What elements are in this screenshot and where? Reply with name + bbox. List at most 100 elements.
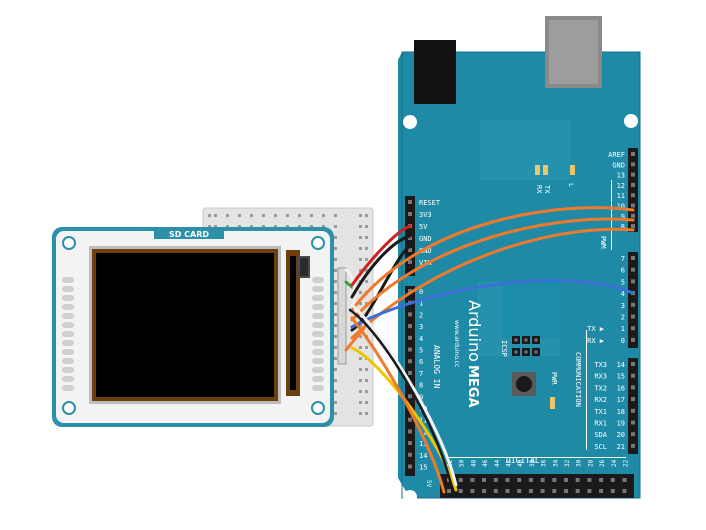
board-hole-1 [403, 115, 417, 129]
breadboard-hole [334, 291, 337, 294]
pwm-top-pin-label: 13 [617, 172, 625, 180]
comm-header [628, 358, 638, 454]
breadboard-hole [334, 258, 337, 261]
digital-header [440, 474, 634, 498]
flex-connector-inner [290, 256, 296, 390]
screen-pad [62, 304, 74, 310]
power-pin [408, 260, 412, 264]
communication-title: COMMUNICATION [574, 352, 582, 407]
icsp-pin-hole [534, 350, 538, 354]
breadboard-hole [365, 225, 368, 228]
breadboard-hole [359, 236, 362, 239]
pwm-top-pin [631, 193, 635, 198]
pwm-top-pin-label: 12 [617, 182, 625, 190]
icsp-pin-hole [514, 338, 518, 342]
icsp-pin-hole [534, 338, 538, 342]
digital-bottom-label: 49 [469, 500, 476, 508]
comm-name-label: SCL [594, 443, 607, 451]
model-label: MEGA [465, 365, 480, 408]
analog-pin [408, 429, 412, 434]
digital-top-label: 26 [599, 459, 606, 467]
pwm-bottom-pin-label: 6 [621, 267, 625, 275]
digital-pin [447, 489, 451, 493]
digital-pin [564, 489, 568, 493]
board-hole-4 [560, 506, 574, 520]
digital-top-label: 42 [506, 459, 513, 467]
analog-pin [408, 289, 412, 293]
tx-led [535, 165, 540, 175]
breadboard-hole [359, 401, 362, 404]
digital-pin [505, 478, 510, 482]
digital-bottom-label: 33 [563, 500, 570, 508]
breadboard-hole [359, 269, 362, 272]
analog-pin [408, 370, 412, 375]
pwm-top-pin-label: 9 [621, 213, 625, 221]
mount-hole-br [311, 401, 325, 415]
digital-top-label: 34 [552, 459, 559, 467]
breadboard-hole [359, 258, 362, 261]
breadboard-hole [365, 236, 368, 239]
breadboard-hole [208, 225, 211, 228]
breadboard-hole [334, 324, 337, 327]
breadboard-hole [262, 214, 265, 217]
pwr-label: PWR [550, 372, 558, 385]
breadboard-hole [359, 324, 362, 327]
breadboard-hole [359, 412, 362, 415]
screen-right-pads [312, 277, 324, 391]
digital-pin [493, 489, 498, 493]
breadboard-hole [359, 214, 362, 217]
digital-bracket [446, 457, 626, 458]
brand-label: Arduino [465, 300, 484, 362]
digital-pin [564, 478, 568, 482]
analog-pin-label: 13 [419, 440, 427, 448]
pwm-top-pin [631, 152, 635, 156]
screen-pad [62, 340, 74, 346]
pwm-bottom-pin-label: 1 [621, 325, 625, 333]
pwm-bottom-pin-label: 7 [621, 255, 625, 263]
comm-pin [631, 373, 635, 378]
breadboard-hole [365, 280, 368, 283]
pwm-top-pin [631, 213, 635, 218]
breadboard-hole [365, 379, 368, 382]
power-pin-label: GND [419, 247, 432, 255]
breadboard-hole [226, 225, 229, 228]
sd-slot-chip-inner [300, 258, 308, 276]
breadboard-hole [334, 313, 337, 316]
pwm-bottom-pin-label: 2 [621, 314, 625, 322]
screen-pad [62, 385, 74, 391]
digital-pin [470, 489, 475, 493]
power-jack [414, 40, 456, 104]
breadboard-hole [359, 291, 362, 294]
digital-top-label: 24 [611, 459, 618, 467]
breadboard-hole [274, 214, 277, 217]
screen-pad [62, 358, 74, 364]
comm-name-label: TX2 [594, 384, 607, 392]
pwm-bottom-pin [631, 326, 635, 331]
screen-pad [62, 295, 74, 301]
digital-top-label: 40 [517, 459, 524, 467]
breadboard-hole [365, 269, 368, 272]
digital-bottom-label: 45 [493, 500, 500, 508]
analog-pin [408, 347, 412, 352]
pwm-top-header [628, 148, 638, 232]
digital-pin [610, 489, 615, 493]
digital-pin [622, 489, 627, 493]
pwm-top-pin [631, 162, 635, 167]
breadboard-hole [359, 225, 362, 228]
digital-pin [587, 489, 592, 493]
breadboard-hole [334, 214, 337, 217]
board-hole-3 [403, 490, 417, 504]
icsp-pin-hole [524, 338, 528, 342]
mount-hole-tr [311, 236, 325, 250]
breadboard-hole [298, 214, 301, 217]
breadboard-hole [334, 357, 337, 360]
breadboard-hole [238, 225, 241, 228]
analog-pin-label: 3 [419, 323, 423, 331]
screen-pad [312, 322, 324, 328]
breadboard-hole [365, 390, 368, 393]
digital-top-label: 36 [541, 459, 548, 467]
mount-hole-bl [62, 401, 76, 415]
breadboard-hole [322, 214, 325, 217]
